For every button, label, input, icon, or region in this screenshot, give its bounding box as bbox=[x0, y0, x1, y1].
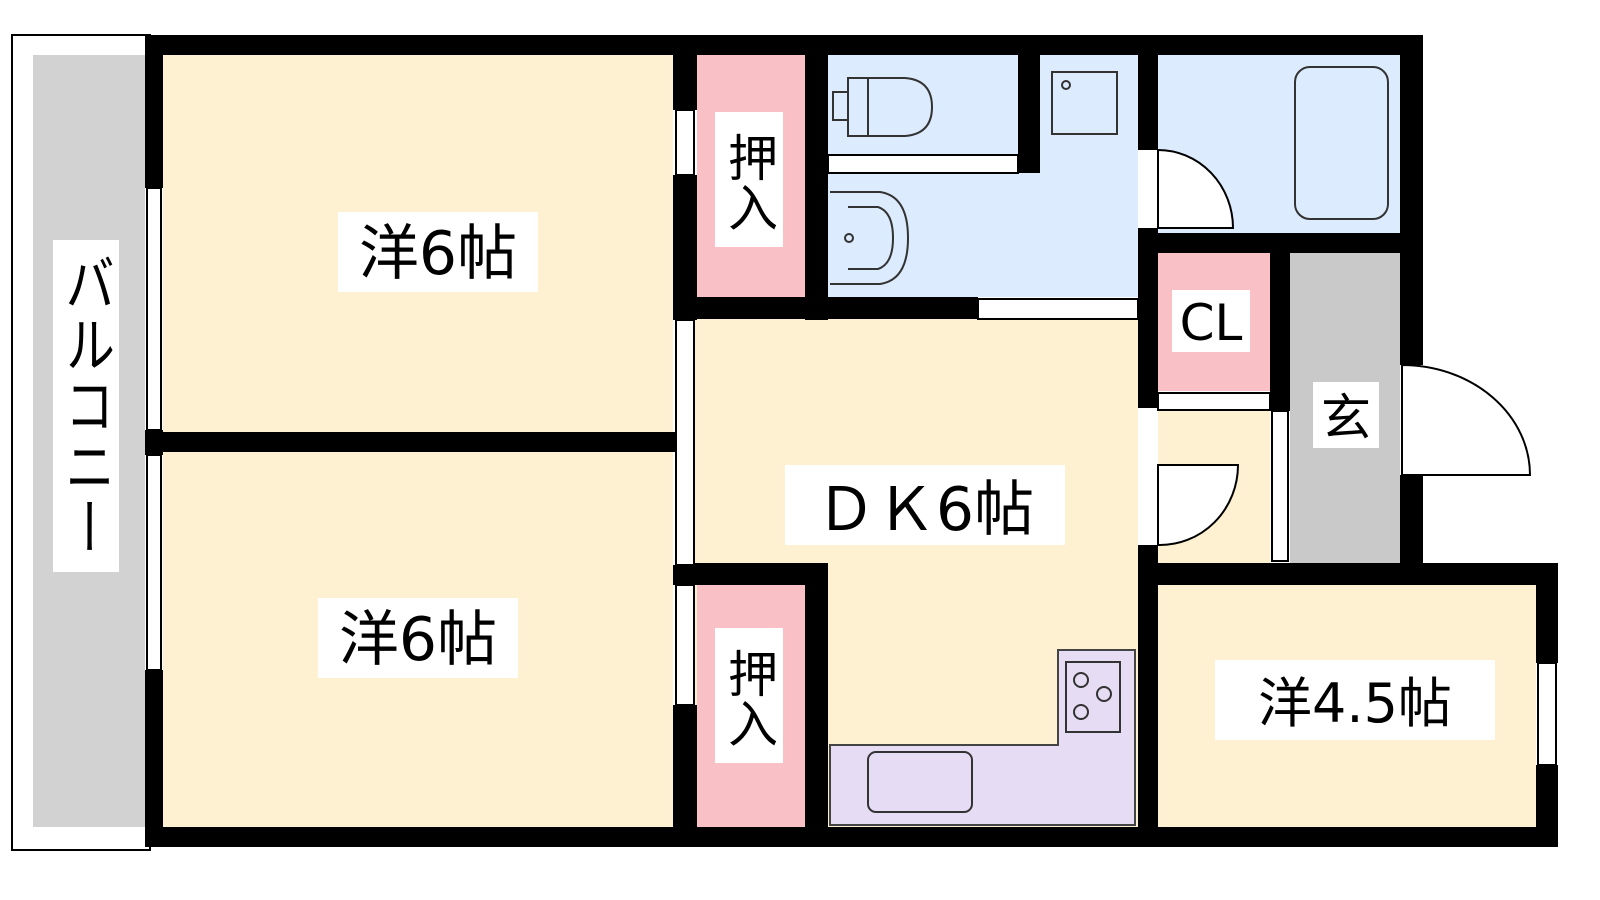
toilet-icon bbox=[832, 77, 934, 137]
burner-icon bbox=[1073, 672, 1089, 688]
room-labels: 洋6帖 洋6帖 ＤＫ6帖 洋4.5帖 押入 押入 CL 玄 バルコニー bbox=[53, 112, 1495, 763]
windows bbox=[146, 187, 1557, 766]
washroom-floor bbox=[828, 155, 1138, 297]
bathtub-icon bbox=[1294, 66, 1389, 220]
sink-icon bbox=[867, 751, 973, 813]
burner-icon bbox=[1073, 704, 1089, 720]
washing-machine-icon bbox=[1051, 71, 1118, 135]
balcony-label: バルコニー bbox=[57, 252, 115, 557]
swing-doors bbox=[1157, 148, 1532, 562]
sliding-doors bbox=[675, 109, 1271, 706]
closet-lower-label: 押入 bbox=[720, 648, 778, 748]
entrance-label: 玄 bbox=[1321, 389, 1371, 447]
washroom-upper-floor bbox=[1040, 55, 1138, 155]
western-room-lower-label: 洋6帖 bbox=[339, 605, 497, 675]
stove-icon bbox=[1065, 661, 1121, 733]
closet-upper-label: 押入 bbox=[720, 132, 778, 232]
western-room-upper-label: 洋6帖 bbox=[359, 219, 517, 289]
washbasin-icon bbox=[830, 191, 910, 285]
closet-cl-label: CL bbox=[1180, 294, 1243, 352]
burner-icon bbox=[1096, 686, 1112, 702]
kitchen-counter bbox=[829, 649, 1136, 826]
toilet-floor bbox=[828, 55, 1018, 155]
dining-kitchen-label: ＤＫ6帖 bbox=[816, 475, 1034, 545]
walls bbox=[145, 35, 1558, 847]
western-room-small-label: 洋4.5帖 bbox=[1258, 672, 1452, 735]
